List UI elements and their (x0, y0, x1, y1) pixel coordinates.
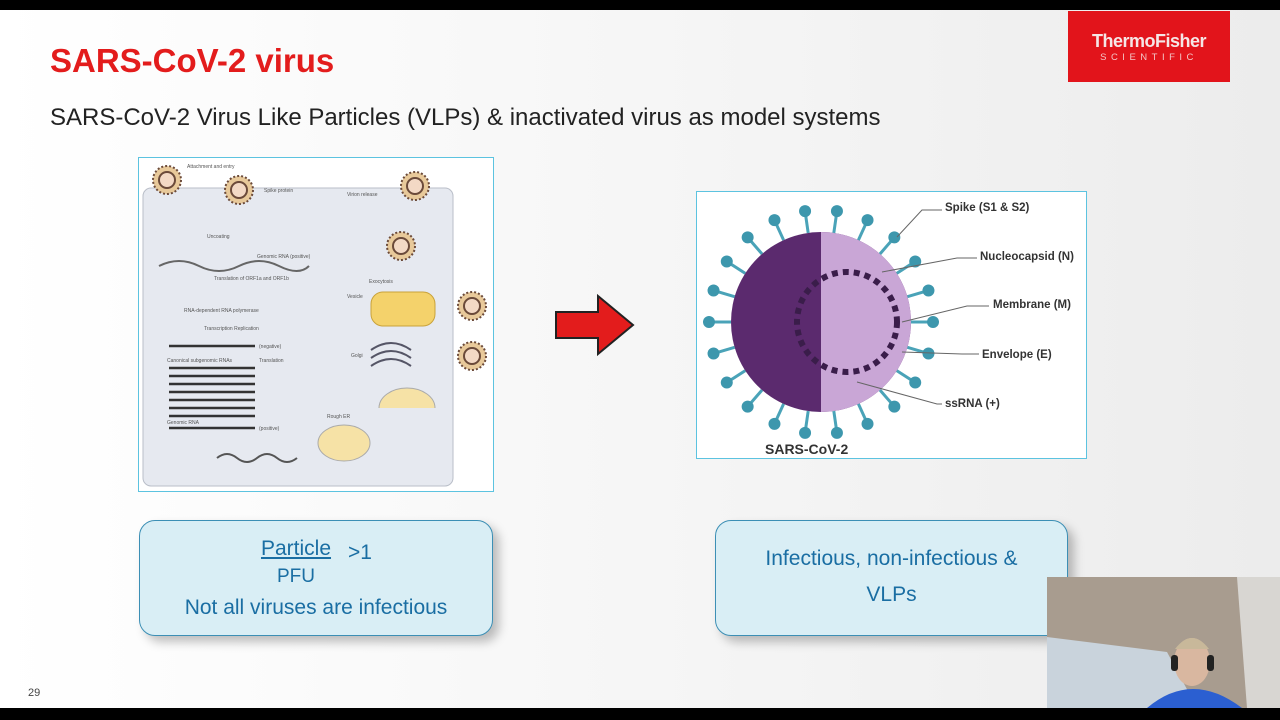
figure-caption: SARS-CoV-2 (765, 441, 848, 457)
spike-head (741, 231, 754, 244)
spike-head (927, 316, 939, 328)
label-envelope: Envelope (E) (982, 349, 1052, 361)
label-positive: (positive) (259, 426, 280, 432)
spike-head (909, 255, 922, 268)
label-genomic-rna-2: Genomic RNA (167, 420, 200, 426)
spike-head (830, 426, 843, 439)
sars-cov-2-structure-diagram: Spike (S1 & S2) Nucleocapsid (N) Membran… (696, 191, 1087, 459)
label-membrane: Membrane (M) (993, 299, 1071, 311)
label-virion-release: Virion release (347, 192, 378, 198)
logo-line1: ThermoFisher (1091, 31, 1207, 51)
spike-head (888, 231, 901, 244)
denominator: PFU (277, 566, 315, 587)
label-genomic-rna: Genomic RNA (positive) (257, 254, 311, 260)
particle-types-box: Infectious, non-infectious & VLPs (715, 520, 1068, 636)
label-attachment: Attachment and entry (187, 164, 235, 170)
label-transcription: Transcription Replication (204, 326, 259, 332)
label-subgenomic: Canonical subgenomic RNAs (167, 358, 233, 364)
top-letterbox (0, 0, 1280, 10)
spike-head (707, 347, 720, 360)
infectivity-note: Not all viruses are infectious (184, 596, 448, 619)
bottom-letterbox (0, 708, 1280, 720)
label-translation: Translation (259, 358, 284, 364)
spike-head (861, 417, 874, 430)
label-spike: Spike (S1 & S2) (945, 202, 1030, 214)
label-rough-er: Rough ER (327, 414, 350, 420)
label-vesicle: Vesicle (347, 294, 363, 300)
spike-head (861, 214, 874, 227)
thermofisher-logo: ThermoFisher SCIENTIFIC (1068, 11, 1230, 82)
spike-head (922, 284, 935, 297)
slide: SARS-CoV-2 virus SARS-CoV-2 Virus Like P… (0, 10, 1280, 708)
virus-lifecycle-diagram: Attachment and entry Spike protein Uncoa… (138, 157, 494, 492)
spike-head (922, 347, 935, 360)
label-uncoating: Uncoating (207, 234, 230, 240)
spike-head (720, 376, 733, 389)
spike-head (888, 400, 901, 413)
label-nucleocapsid: Nucleocapsid (N) (980, 251, 1074, 263)
spike-head (799, 426, 812, 439)
spike-head (830, 205, 843, 218)
spike-head (768, 417, 781, 430)
spike-head (799, 205, 812, 218)
particle-pfu-ratio: Particle PFU (256, 537, 336, 588)
logo-line2: SCIENTIFIC (1100, 52, 1198, 63)
spike-head (720, 255, 733, 268)
virion-icons (152, 165, 487, 371)
label-rdrp: RNA-dependent RNA polymerase (184, 308, 259, 314)
particle-types-line2: VLPs (866, 583, 917, 606)
label-translation-orf: Translation of ORF1a and ORF1b (214, 276, 289, 282)
numerator: Particle (260, 537, 332, 560)
spike-head (768, 214, 781, 227)
spike-head (707, 284, 720, 297)
webcam-video (1047, 577, 1280, 708)
particle-types-line1: Infectious, non-infectious & (765, 547, 1018, 570)
particle-pfu-box: Particle PFU >1 Not all viruses are infe… (139, 520, 493, 636)
label-negative: (negative) (259, 344, 282, 350)
comparison: >1 (348, 541, 372, 564)
label-ssrna: ssRNA (+) (945, 398, 1000, 410)
label-golgi: Golgi (351, 353, 363, 359)
spike-head (909, 376, 922, 389)
label-exocytosis: Exocytosis (369, 279, 393, 285)
right-arrow-icon (553, 292, 637, 363)
slide-subtitle: SARS-CoV-2 Virus Like Particles (VLPs) &… (50, 104, 881, 131)
spike-head (703, 316, 715, 328)
spike-head (741, 400, 754, 413)
page-number: 29 (28, 687, 41, 699)
slide-title: SARS-CoV-2 virus (50, 42, 335, 79)
label-spike-protein: Spike protein (264, 188, 293, 194)
